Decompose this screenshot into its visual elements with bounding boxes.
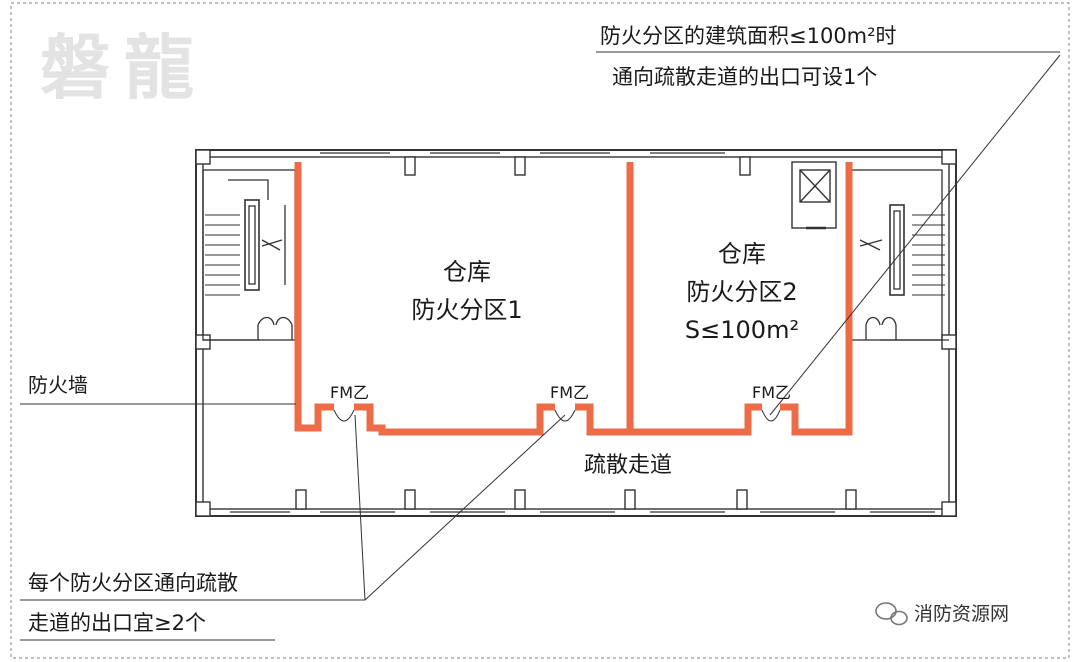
- zone2-area-label: S≤100m²: [685, 316, 799, 344]
- windows: [230, 152, 935, 513]
- fire-doors: [333, 409, 781, 422]
- door-tag: FM乙: [550, 383, 589, 402]
- bottom-left-callout-line1: 每个防火分区通向疏散: [28, 571, 238, 595]
- door-tag: FM乙: [330, 383, 369, 402]
- watermark: 磐龍: [40, 27, 208, 109]
- left-stair: [202, 169, 296, 341]
- brand-label: 消防资源网: [914, 603, 1009, 625]
- elevator: [791, 161, 837, 230]
- door-tag: FM乙: [752, 383, 791, 402]
- top-right-callout-line2: 通向疏散走道的出口可设1个: [612, 65, 877, 89]
- firewall-callout: 防火墙: [28, 373, 88, 397]
- building-walls: [195, 149, 957, 517]
- wechat-icon: [875, 602, 908, 626]
- fire-walls: [294, 162, 853, 436]
- top-right-callout-line1: 防火分区的建筑面积≤100m²时: [600, 24, 897, 48]
- zone1-label-line1: 仓库: [443, 258, 491, 286]
- zone2-label-line2: 防火分区2: [686, 278, 797, 306]
- leader-lines: [20, 51, 1061, 641]
- zone2-label-line1: 仓库: [718, 240, 766, 268]
- bottom-left-callout-line2: 走道的出口宜≥2个: [28, 611, 206, 635]
- corridor-label: 疏散走道: [584, 453, 672, 478]
- zone1-label-line2: 防火分区1: [411, 296, 522, 324]
- pillars: [195, 149, 957, 517]
- outer-frame: [10, 2, 1070, 659]
